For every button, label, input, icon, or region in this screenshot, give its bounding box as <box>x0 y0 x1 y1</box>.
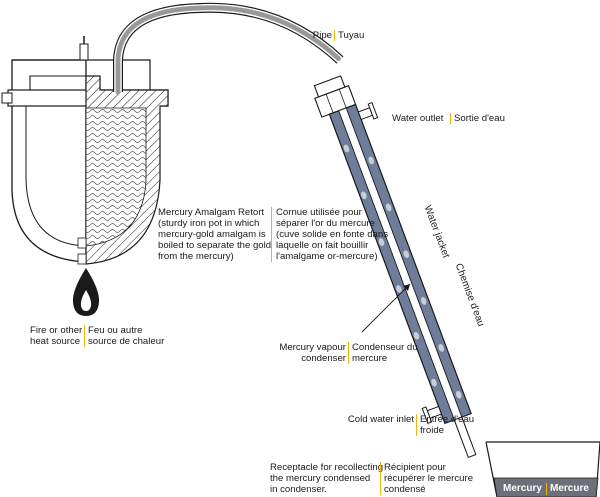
fire-label-fr: Feu ou autre source de chaleur <box>88 325 165 347</box>
pipe-label-fr: Tuyau <box>338 30 365 41</box>
water-outlet-label-en: Water outlet <box>392 113 444 124</box>
mercury-label-en: Mercury <box>503 483 542 494</box>
separator <box>334 30 336 41</box>
receptacle <box>485 441 600 497</box>
condenser-label-fr: Condenseur du mercure <box>352 342 418 364</box>
separator <box>416 414 418 436</box>
condenser <box>313 75 477 458</box>
pipe-label-en: Pipe <box>312 30 332 41</box>
retort-label-en: Mercury Amalgam Retort (sturdy iron pot … <box>158 207 272 262</box>
separator <box>450 113 452 124</box>
receptacle-label-fr: Récipient pour récupérer le mercure cond… <box>384 462 474 495</box>
fire-label-en: Fire or other heat source <box>30 325 83 347</box>
retort-pot <box>1 36 169 265</box>
condenser-label-en: Mercury vapour condenser <box>279 342 346 364</box>
retort-label-fr: Cornue utilisée pour séparer l'or du mer… <box>276 207 389 262</box>
separator <box>84 325 86 347</box>
water-outlet-label-fr: Sortie d'eau <box>454 113 505 124</box>
flame-icon <box>72 268 100 316</box>
separator <box>271 207 273 262</box>
receptacle-label-en: Receptacle for recollecting the mercury … <box>270 462 384 495</box>
separator <box>380 462 382 495</box>
pipe <box>113 2 344 95</box>
separator <box>348 342 350 364</box>
cold-water-inlet-label-fr: Entrée d'eau froide <box>420 414 475 436</box>
separator <box>546 483 548 495</box>
arrow-icon <box>361 283 411 333</box>
mercury-label-fr: Mercure <box>550 483 589 494</box>
cold-water-inlet-label-en: Cold water inlet <box>347 414 414 425</box>
